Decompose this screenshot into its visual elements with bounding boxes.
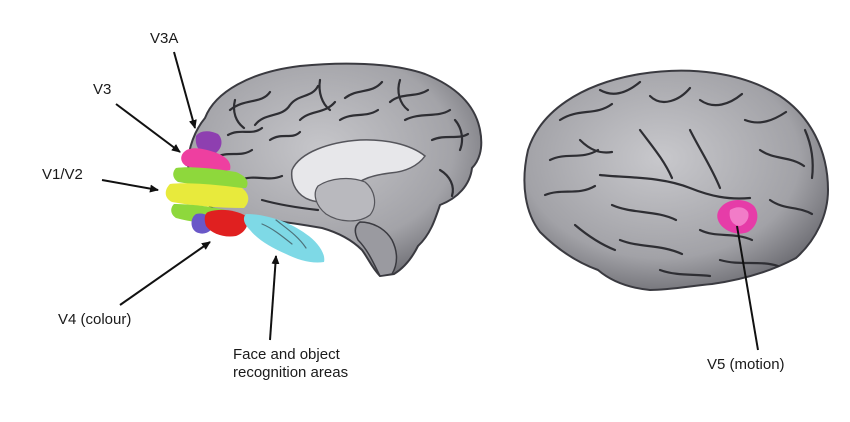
- label-v3: V3: [93, 81, 112, 98]
- arrow-v5: [736, 225, 759, 351]
- pointer-arrows: [101, 51, 759, 351]
- thalamus: [314, 177, 376, 222]
- label-v4-colour: V4 (colour): [58, 311, 132, 328]
- v5-region-highlight: [729, 207, 749, 226]
- label-v3a: V3A: [150, 30, 179, 47]
- arrow-v3: [115, 103, 181, 153]
- green-band-top: [173, 167, 248, 188]
- lateral-sulci: [543, 80, 814, 278]
- v3-region: [181, 148, 231, 171]
- brainstem: [354, 221, 398, 277]
- medial-sulci: [213, 78, 470, 212]
- v3a-region: [195, 131, 222, 155]
- label-v1-v2: V1/V2: [42, 166, 83, 183]
- label-face-line1: Face and object: [233, 346, 340, 363]
- medial-brain: [165, 62, 483, 278]
- lateral-brain-outline: [523, 69, 830, 292]
- v4-region: [204, 209, 248, 237]
- label-v5-motion: V5 (motion): [707, 356, 785, 373]
- lateral-brain: [523, 69, 830, 292]
- label-face-object-recognition: Face and object recognition areas: [233, 346, 348, 382]
- arrow-v1v2: [101, 179, 159, 193]
- arrow-v3a: [173, 51, 197, 129]
- v1v2-region: [165, 183, 249, 208]
- arrow-v4: [119, 241, 211, 306]
- arrow-face: [269, 255, 280, 341]
- label-face-line2: recognition areas: [233, 364, 349, 381]
